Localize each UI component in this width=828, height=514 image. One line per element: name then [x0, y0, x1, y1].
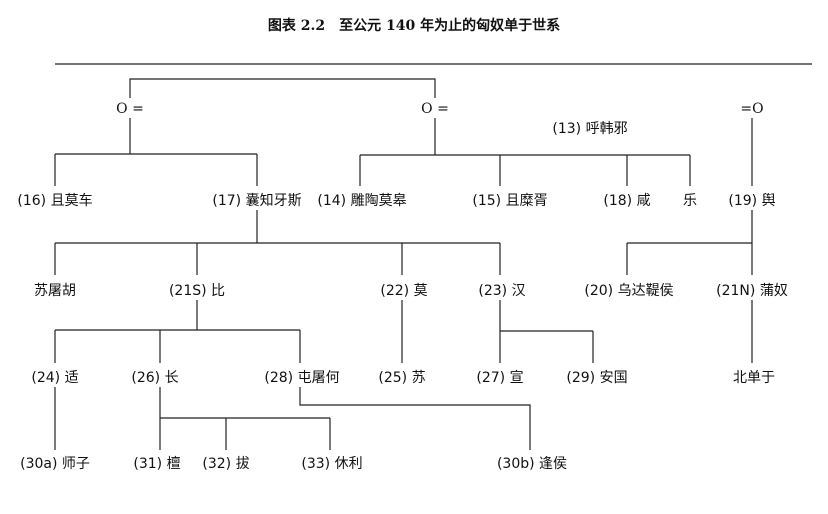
figure-title: 图表 2.2 至公元 140 年为止的匈奴单于世系	[268, 17, 560, 34]
marker-middle-wife: O =	[421, 101, 449, 117]
generation-4-nodes: (30a) 师子 (31) 檀 (32) 拔 (33) 休利 (30b) 逢侯	[20, 455, 567, 472]
marker-right-wife: =O	[740, 101, 763, 117]
node-fenghou: (30b) 逢侯	[497, 456, 567, 472]
node-tuntuhe: (28) 屯屠何	[264, 370, 339, 386]
line-tuntuhe-to-fenghou	[299, 387, 531, 450]
node-bi: (21S) 比	[169, 283, 225, 299]
node-xiuli: (33) 休利	[301, 456, 362, 472]
node-ba: (32) 拔	[202, 456, 249, 472]
node-su: (25) 苏	[378, 370, 425, 386]
node-beichanyu: 北单于	[733, 370, 775, 386]
node-huhanye: (13) 呼韩邪	[552, 121, 627, 137]
node-nangzhiyasi: (17) 囊知牙斯	[212, 192, 301, 209]
node-xian: (18) 咸	[603, 193, 650, 209]
node-yu: (19) 舆	[728, 193, 775, 209]
generation-2-nodes: 苏屠胡 (21S) 比 (22) 莫 (23) 汉 (20) 乌达鞮侯 (21N…	[34, 282, 788, 299]
connector-lines	[54, 78, 753, 450]
node-mo: (22) 莫	[380, 283, 427, 299]
node-tan: (31) 檀	[133, 455, 180, 472]
node-xuan: (27) 宣	[476, 370, 523, 386]
node-anguo: (29) 安国	[566, 370, 627, 386]
node-wudadiho: (20) 乌达鞮侯	[584, 283, 673, 299]
node-le: 乐	[683, 193, 697, 209]
node-shi: (24) 适	[31, 370, 78, 386]
node-qiemixu: (15) 且糜胥	[472, 192, 547, 209]
node-diaotaomogao: (14) 雕陶莫皋	[317, 193, 406, 209]
generation-1-nodes: (16) 且莫车 (17) 囊知牙斯 (14) 雕陶莫皋 (15) 且糜胥 (1…	[17, 192, 775, 209]
node-han: (23) 汉	[478, 283, 525, 299]
marker-left-wife: O =	[116, 101, 144, 117]
node-chang: (26) 长	[131, 370, 178, 386]
generation-3-nodes: (24) 适 (26) 长 (28) 屯屠何 (25) 苏 (27) 宣 (29…	[31, 370, 775, 386]
line-parents-to-wives	[129, 78, 436, 98]
node-sutuhu: 苏屠胡	[34, 283, 76, 299]
node-qiemoche: (16) 且莫车	[17, 192, 92, 209]
node-punu: (21N) 蒲奴	[716, 282, 788, 299]
node-shizi: (30a) 师子	[20, 456, 90, 472]
ancestor-nodes: (13) 呼韩邪	[552, 121, 627, 137]
marriage-markers: O = O = =O	[116, 101, 763, 117]
